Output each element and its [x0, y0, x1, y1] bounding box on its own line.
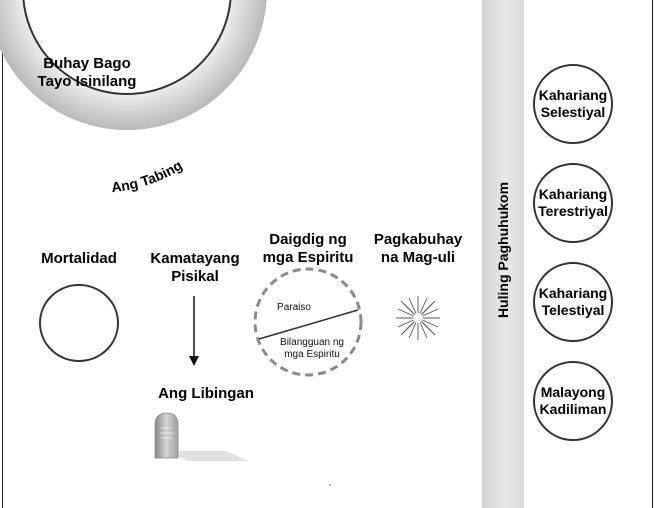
- death-arrow-head: [189, 356, 199, 366]
- stray-dot: [329, 484, 331, 486]
- spirit-world-label: Daigdig ng mga Espiritu: [262, 231, 354, 266]
- premortal-circle: [22, 0, 232, 95]
- final-judgment-label: Huling Paghuhukom: [495, 181, 511, 319]
- veil-label: Ang Tabing: [111, 157, 185, 195]
- premortal-label: Buhay Bago Tayo Isinilang: [37, 55, 137, 90]
- mortality-circle: [39, 284, 119, 362]
- celestial-kingdom-circle: Kahariang Selestiyal: [533, 64, 613, 144]
- headstone: [154, 412, 179, 459]
- terrestrial-kingdom-circle: Kahariang Terestriyal: [533, 163, 613, 243]
- grave-shadow: [166, 451, 249, 461]
- grave-label: Ang Libingan: [158, 385, 254, 402]
- mortality-label: Mortalidad: [41, 250, 117, 267]
- spirit-prison-label: Bilangguan ng mga Espiritu: [280, 337, 344, 360]
- resurrection-label: Pagkabuhay na Mag-uli: [373, 231, 463, 266]
- resurrection-burst-center: [413, 313, 423, 323]
- telestial-kingdom-circle: Kahariang Telestiyal: [533, 262, 613, 342]
- physical-death-label: Kamatayang Pisikal: [150, 250, 240, 285]
- final-judgment-bar: [482, 0, 524, 508]
- paradise-label: Paraiso: [277, 302, 311, 313]
- veil-band: [0, 0, 267, 130]
- outer-darkness-circle: Malayong Kadiliman: [533, 361, 613, 441]
- spirit-world-divider: [258, 309, 359, 340]
- spirit-world-circle: [253, 267, 363, 377]
